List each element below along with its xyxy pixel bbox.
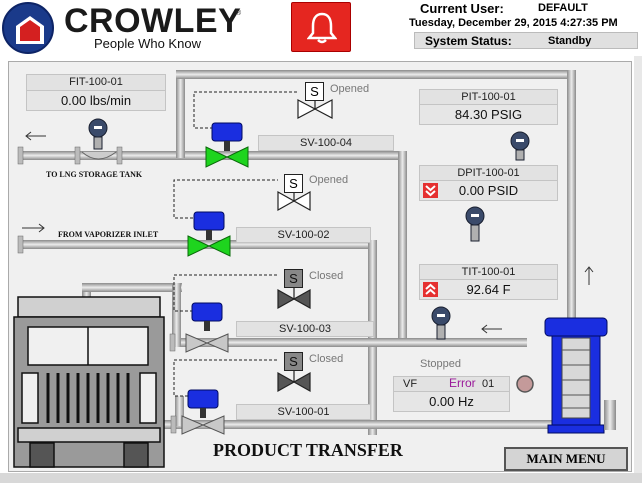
actuated-valve-sv4 (205, 122, 249, 168)
dpit-value: 0.00 PSID (419, 180, 558, 201)
pump-unit (544, 317, 616, 434)
system-status-bar: System Status: Standby (414, 32, 638, 49)
vfd-tag-suffix: 01 (482, 378, 495, 390)
crowley-logo (2, 2, 54, 54)
date-time: Tuesday, December 29, 2015 4:27:35 PM (409, 17, 618, 29)
tit-tag: TIT-100-01 (419, 264, 558, 280)
house-logo-icon (16, 16, 44, 44)
sv4-tag[interactable]: SV-100-04 (258, 135, 394, 151)
tanker-truck (13, 296, 165, 468)
vfd-status-lamp (516, 375, 534, 393)
sv3-tag[interactable]: SV-100-03 (236, 321, 374, 337)
pit-tag: PIT-100-01 (419, 89, 558, 105)
window-edge (634, 56, 642, 483)
sv2-tag[interactable]: SV-100-02 (236, 227, 371, 243)
brand-tagline: People Who Know (94, 36, 201, 51)
registered-mark: ® (236, 10, 242, 17)
sv1-state: Closed (309, 353, 344, 365)
fit-value: 0.00 lbs/min (26, 90, 166, 111)
fit-tag: FIT-100-01 (26, 74, 166, 91)
system-status-label: System Status: (425, 34, 512, 48)
current-user-value: DEFAULT (538, 2, 588, 14)
current-user-label: Current User: (420, 1, 504, 16)
sv1-solenoid[interactable]: S (284, 352, 303, 371)
actuated-valve-sv2 (187, 211, 231, 257)
bell-icon (307, 12, 337, 44)
sv2-state: Opened (309, 174, 349, 186)
actuated-valve-sv3 (185, 302, 229, 353)
system-status-value: Standby (548, 35, 592, 47)
from-vaporizer-label: FROM VAPORIZER INLET (58, 230, 159, 239)
double-chevron-down-icon (423, 183, 438, 198)
taskbar-strip (0, 473, 642, 483)
page-title: PRODUCT TRANSFER (213, 440, 403, 460)
vfd-state: Stopped (420, 358, 461, 370)
sv3-solenoid[interactable]: S (284, 269, 303, 288)
to-lng-tank-label: TO LNG STORAGE TANK (46, 170, 143, 179)
flow-arrow-left (25, 131, 46, 141)
dpit-tag: DPIT-100-01 (419, 165, 558, 181)
actuated-valve-sv1 (181, 389, 225, 435)
sv2-solenoid[interactable]: S (284, 174, 303, 193)
pit-value: 84.30 PSIG (419, 104, 558, 125)
vfd-value: 0.00 Hz (393, 391, 510, 412)
sv3-state: Closed (309, 270, 344, 282)
vfd-tag-prefix: VF (403, 378, 418, 390)
tit-value: 92.64 F (419, 279, 558, 300)
alarm-button[interactable] (291, 2, 351, 52)
sv1-tag[interactable]: SV-100-01 (236, 404, 371, 420)
vfd-error-text: Error (449, 376, 476, 390)
sv4-state: Opened (330, 83, 370, 95)
main-menu-button[interactable]: MAIN MENU (504, 447, 628, 471)
sv4-solenoid[interactable]: S (305, 82, 324, 101)
double-chevron-up-icon (423, 282, 438, 297)
brand-name: CROWLEY (64, 2, 242, 40)
